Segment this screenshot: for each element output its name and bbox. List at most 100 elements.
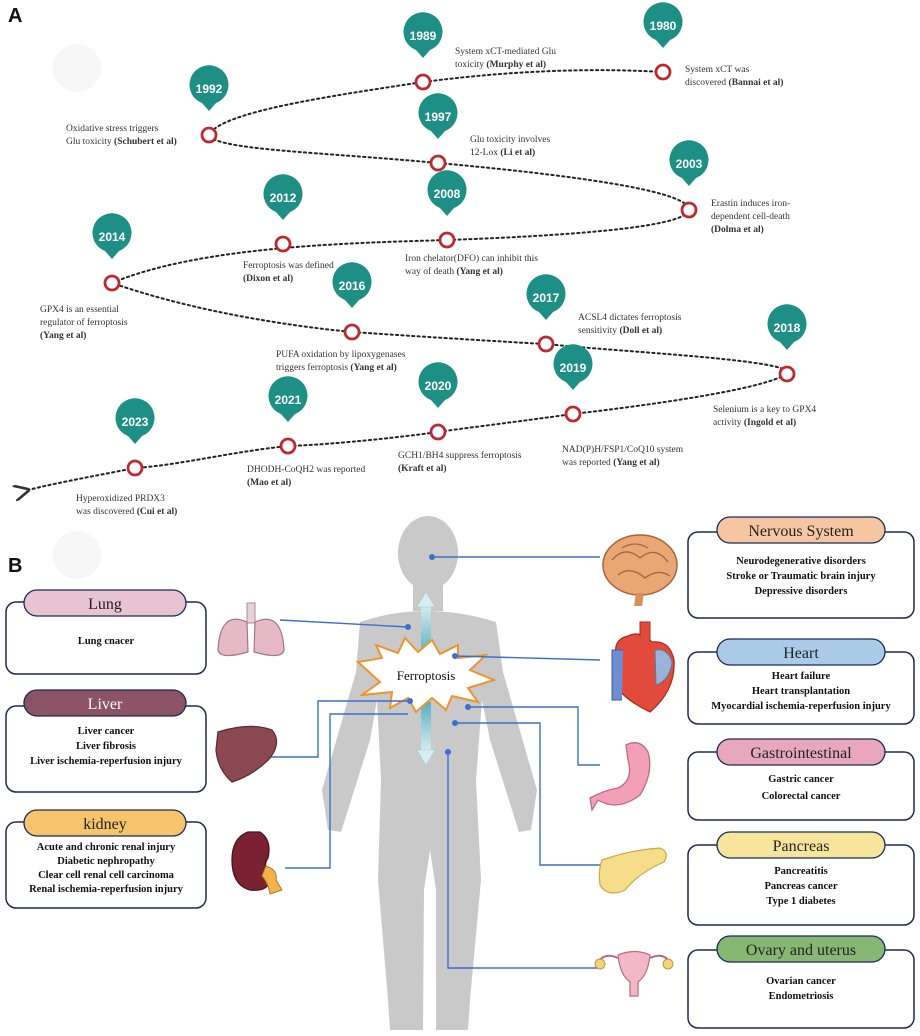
year-pin	[189, 65, 229, 111]
ferroptosis-label: Ferroptosis	[397, 668, 456, 683]
organ-title-pill	[716, 638, 886, 666]
decor-circle	[53, 531, 101, 579]
year-pin	[268, 376, 308, 422]
organ-item: Pancreas cancer	[765, 881, 838, 892]
organ-title: Lung	[88, 596, 122, 613]
connector-kidney	[285, 713, 408, 869]
human-body-silhouette	[322, 516, 537, 1030]
year-label: 2003	[676, 157, 703, 171]
year-pin	[767, 304, 807, 350]
timeline-path	[28, 69, 789, 490]
timeline-node	[438, 231, 456, 249]
panel-a-label: A	[8, 5, 22, 27]
organ-item: Liver fibrosis	[76, 741, 136, 752]
organ-title-pill	[716, 935, 886, 963]
organ-title-pill	[23, 589, 187, 617]
organ-item: Gastric cancer	[768, 774, 834, 785]
year-pin	[332, 262, 372, 308]
organ-box-heart: Heart Heart failure Heart transplantatio…	[687, 638, 915, 725]
organ-item: Ovarian cancer	[766, 976, 836, 987]
timeline-node	[680, 201, 698, 219]
timeline-event-2019: 2019 NAD(P)H/FSP1/CoQ10 system was repor…	[553, 344, 686, 468]
stomach-illustration	[589, 742, 651, 812]
organ-title-pill	[23, 689, 187, 717]
panel-b-label: B	[8, 555, 22, 577]
organ-title: Liver	[88, 696, 123, 713]
event-text: Selenium is a key to GPX4 activity (Ingo…	[713, 405, 819, 428]
organ-item: Pancreatitis	[774, 866, 827, 877]
year-label: 2017	[533, 291, 560, 305]
timeline-node	[279, 437, 297, 455]
year-label: 2021	[275, 393, 302, 407]
up-arrow	[416, 591, 436, 655]
down-arrow	[416, 702, 436, 766]
organ-item: Liver ischemia-reperfusion injury	[30, 756, 183, 767]
timeline-event-2023: 2023 Hyperoxidized PRDX3 was discovered …	[76, 398, 177, 517]
timeline-node	[414, 73, 432, 91]
timeline-event-2016: 2016 PUFA oxidation by lipoxygenases tri…	[276, 262, 408, 373]
organ-title-pill	[716, 516, 886, 544]
organ-title-pill	[23, 809, 187, 837]
year-pin	[553, 344, 593, 390]
event-text: System xCT-mediated Glu toxicity (Murphy…	[455, 47, 558, 70]
timeline-event-2018: 2018 Selenium is a key to GPX4 activity …	[713, 304, 819, 428]
year-pin	[263, 174, 303, 220]
kidney-illustration	[231, 831, 283, 895]
organ-title: Gastrointestinal	[750, 745, 852, 762]
event-text: PUFA oxidation by lipoxygenases triggers…	[276, 350, 408, 373]
decor-circle	[53, 44, 101, 92]
timeline-event-2008: 2008 Iron chelator(DFO) can inhibit this…	[405, 170, 540, 277]
year-label: 2008	[434, 187, 461, 201]
year-label: 2016	[339, 279, 366, 293]
timeline-node	[429, 423, 447, 441]
organ-item: Heart failure	[772, 671, 831, 682]
timeline-node	[274, 235, 292, 253]
organ-title: Heart	[783, 645, 819, 662]
connector-dots	[405, 554, 471, 755]
organ-item: Clear cell renal cell carcinoma	[38, 870, 175, 881]
organ-item: Colorectal cancer	[762, 791, 841, 802]
timeline-event-2020: 2020 GCH1/BH4 suppress ferroptosis (Kraf…	[398, 362, 522, 474]
event-text: NAD(P)H/FSP1/CoQ10 system was reported (…	[562, 444, 686, 468]
timeline-node	[564, 405, 582, 423]
event-text: Iron chelator(DFO) can inhibit this way …	[405, 253, 540, 277]
timeline-node	[343, 323, 361, 341]
event-text: Hyperoxidized PRDX3 was discovered (Cui …	[76, 494, 177, 517]
timeline-event-2012: 2012 Ferroptosis was defined (Dixon et a…	[243, 174, 334, 284]
organ-item: Endometriosis	[769, 991, 834, 1002]
organ-title: Nervous System	[748, 523, 854, 540]
year-pin	[427, 170, 467, 216]
organ-item: Stroke or Traumatic brain injury	[726, 571, 876, 582]
uterus-illustration	[594, 950, 674, 997]
organ-box-gastrointestinal: Gastrointestinal Gastric cancer Colorect…	[687, 738, 915, 821]
timeline-node	[103, 274, 121, 292]
organ-item: Depressive disorders	[755, 586, 848, 597]
year-label: 2020	[425, 379, 452, 393]
connector-pancreas	[455, 722, 600, 866]
year-label: 1989	[410, 29, 437, 43]
year-pin	[403, 12, 443, 58]
event-text: GPX4 is an essential regulator of ferrop…	[40, 305, 130, 341]
organ-item: Heart transplantation	[752, 686, 850, 697]
timeline-event-2017: 2017 ACSL4 dictates ferroptosis sensitiv…	[526, 274, 682, 353]
organ-box-kidney: kidney Acute and chronic renal injury Di…	[5, 809, 207, 909]
timeline-event-1997: 1997 Glu toxicity involves 12-Lox (Li et…	[418, 93, 551, 172]
lung-illustration	[217, 602, 285, 657]
connector-uterus	[447, 752, 600, 969]
year-pin	[115, 398, 155, 444]
timeline-node	[126, 459, 144, 477]
connector-lines	[268, 556, 601, 969]
organ-box-lung: Lung Lung cnacer	[5, 589, 207, 675]
event-text: DHODH-CoQH2 was reported (Mao et al)	[247, 465, 368, 488]
year-label: 2012	[270, 191, 297, 205]
timeline-event-2021: 2021 DHODH-CoQH2 was reported (Mao et al…	[247, 376, 368, 488]
event-text: Oxidative stress triggers Glu toxicity (…	[66, 124, 177, 147]
year-label: 2018	[774, 321, 801, 335]
year-label: 2023	[122, 415, 149, 429]
pancreas-illustration	[598, 847, 667, 894]
event-text: System xCT was discovered (Bannai et al)	[685, 65, 783, 88]
timeline-node	[429, 154, 447, 172]
organ-item: Diabetic nephropathy	[57, 856, 155, 867]
timeline-event-2003: 2003 Erastin induces iron- dependent cel…	[669, 140, 790, 235]
